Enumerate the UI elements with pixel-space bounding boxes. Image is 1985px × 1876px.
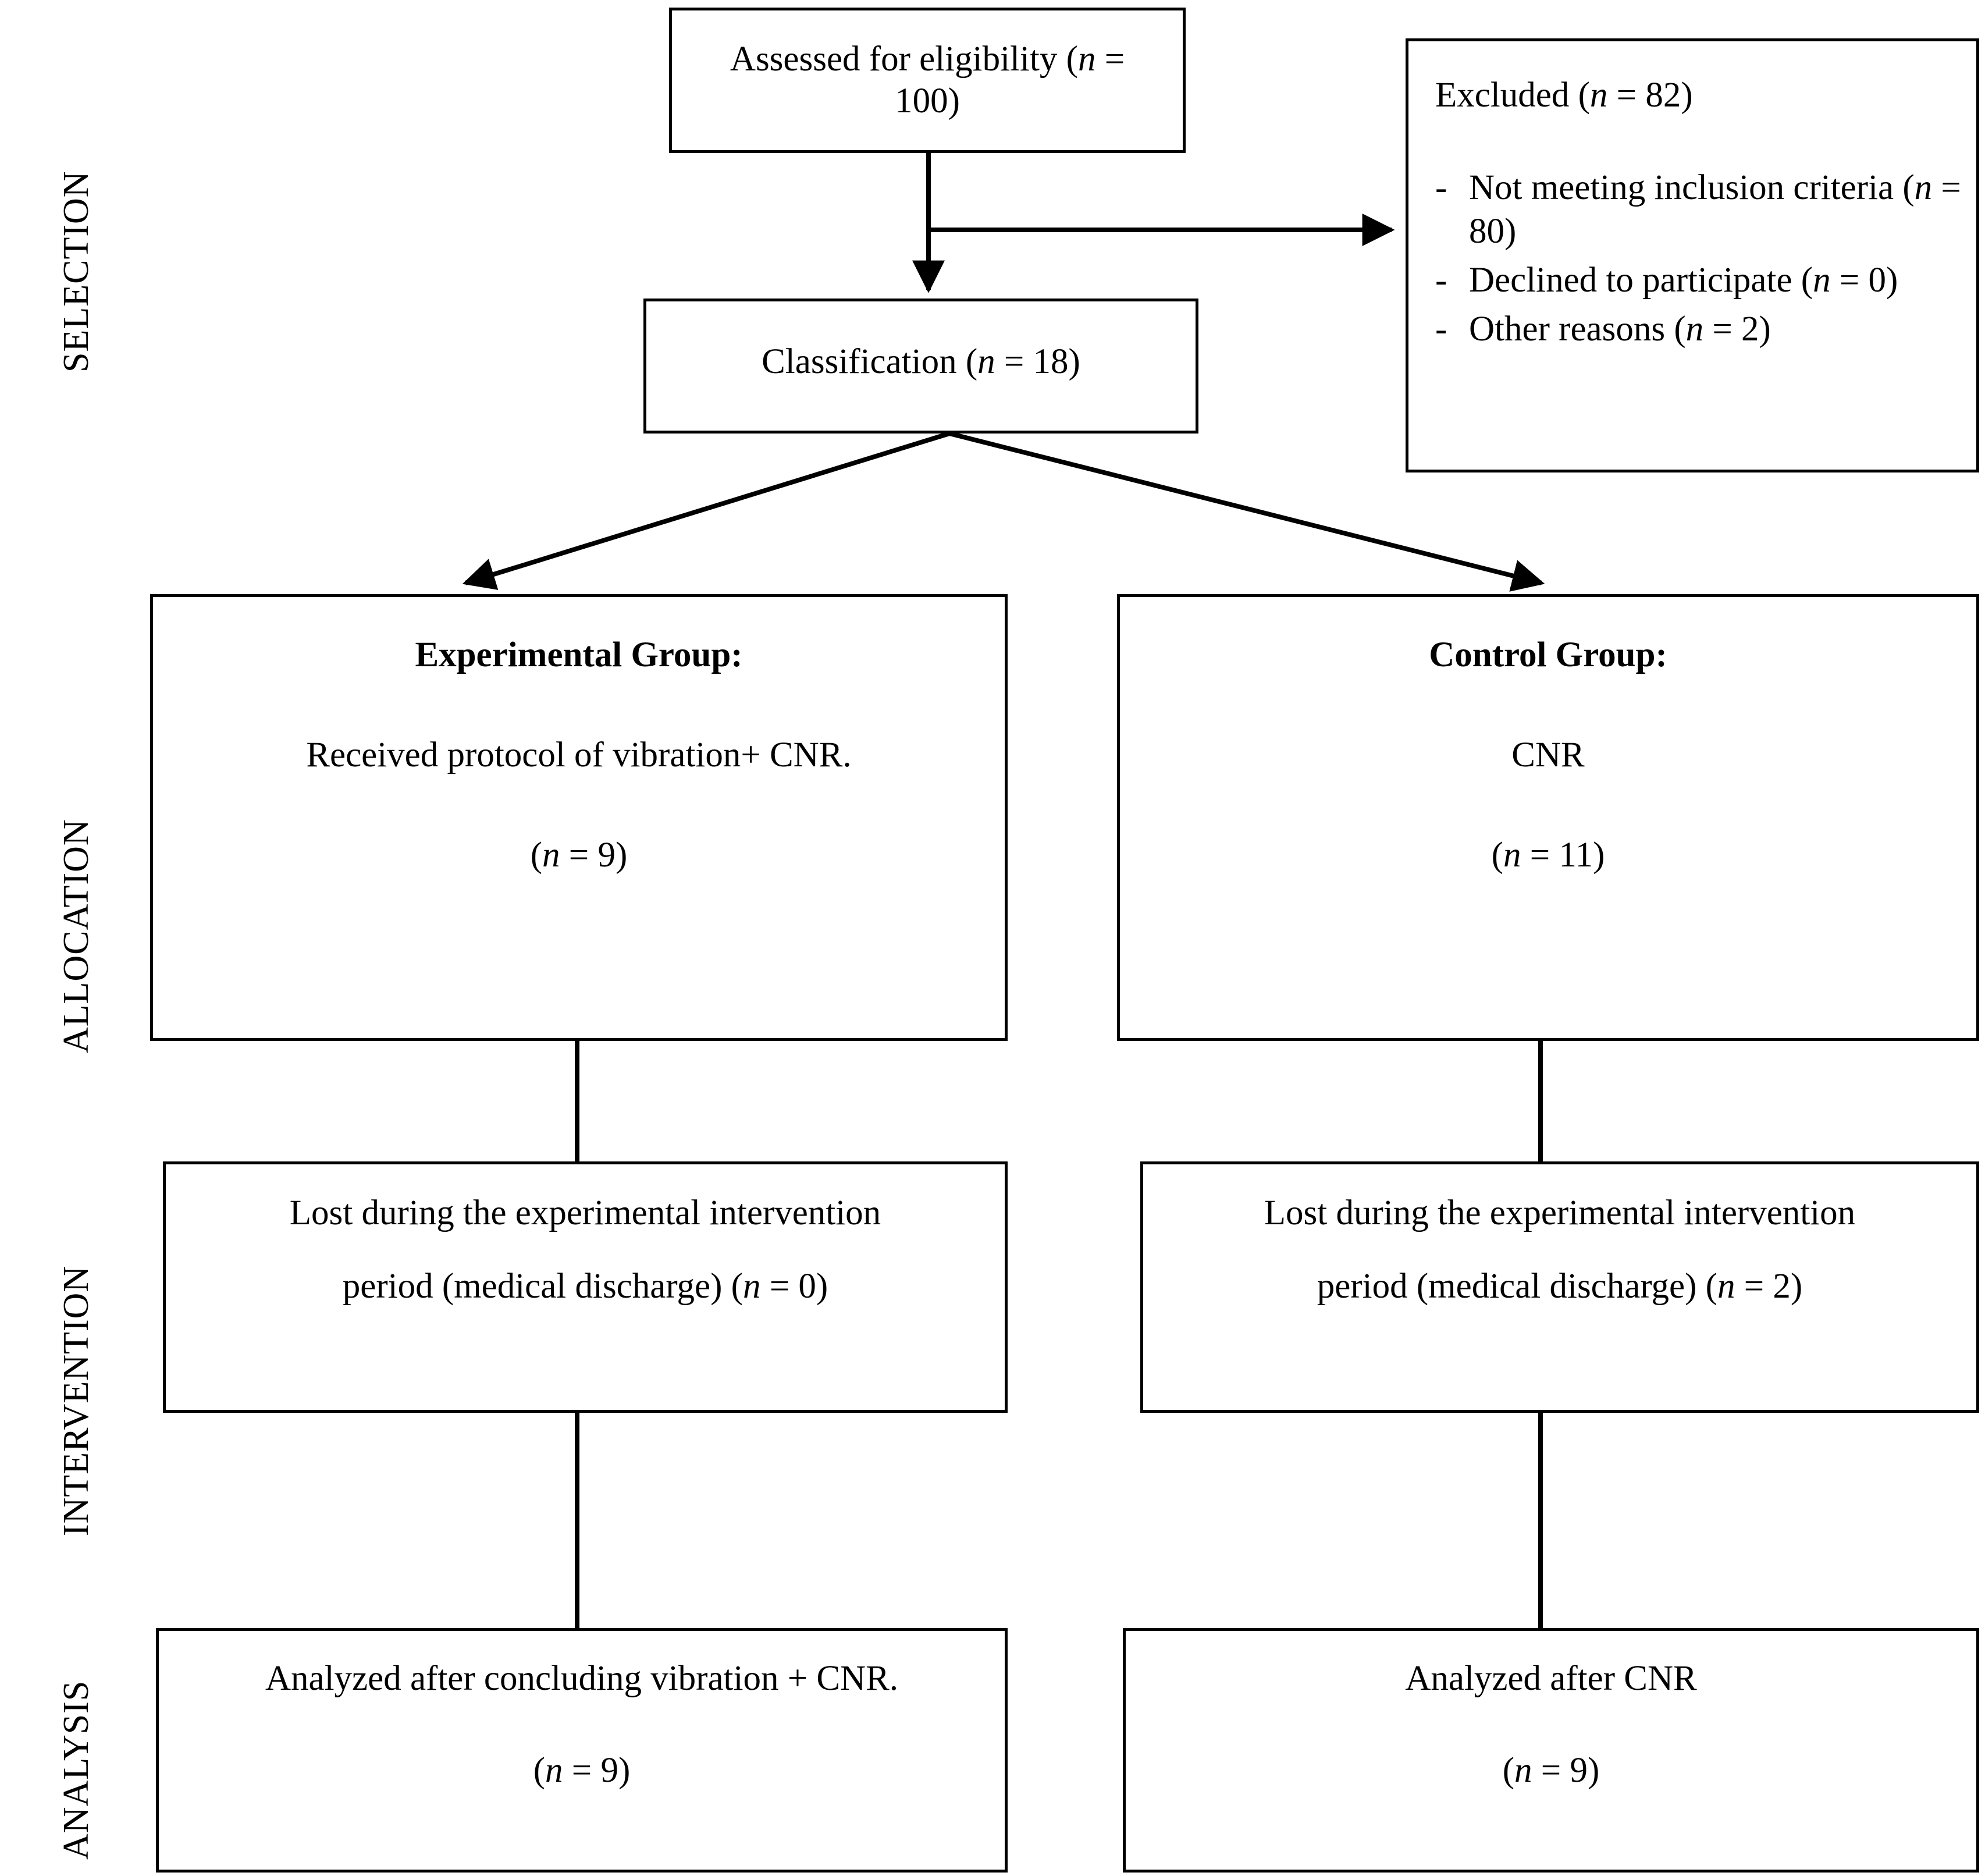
node-analyzed-control: Analyzed after CNR (n = 9) (1123, 1628, 1979, 1873)
bullet-dash-icon: - (1435, 168, 1447, 208)
node-experimental-group: Experimental Group: Received protocol of… (150, 594, 1008, 1041)
lost-experimental-line-1: Lost during the experimental interventio… (289, 1193, 881, 1232)
excluded-bullet-text: Not meeting inclusion criteria (n = 80) (1469, 168, 1961, 251)
experimental-group-count: (n = 9) (530, 835, 628, 875)
analyzed-experimental-count: (n = 9) (533, 1750, 631, 1790)
excluded-bullet-list: - Not meeting inclusion criteria (n = 80… (1408, 166, 1976, 357)
lost-experimental-line-2: period (medical discharge) (n = 0) (342, 1266, 828, 1306)
lost-control-line-1: Lost during the experimental interventio… (1264, 1193, 1856, 1232)
node-classification: Classification (n = 18) (643, 299, 1198, 434)
lost-control-line-2: period (medical discharge) (n = 2) (1317, 1266, 1803, 1306)
node-analyzed-experimental: Analyzed after concluding vibration + CN… (156, 1628, 1008, 1873)
assessed-line-1: Assessed for eligibility (n = (730, 40, 1125, 79)
analyzed-control-count: (n = 9) (1502, 1750, 1600, 1790)
node-control-group: Control Group: CNR (n = 11) (1117, 594, 1979, 1041)
classification-line-1: Classification (n = 18) (762, 342, 1080, 381)
bullet-dash-icon: - (1435, 310, 1447, 349)
stage-label-intervention: INTERVENTION (56, 1265, 96, 1536)
assessed-line-2: 100) (895, 81, 960, 120)
analyzed-control-line-1: Analyzed after CNR (1405, 1659, 1697, 1698)
excluded-bullet-item: - Declined to participate (n = 0) (1408, 259, 1976, 302)
node-excluded: Excluded (n = 82) - Not meeting inclusio… (1406, 38, 1979, 472)
excluded-bullet-text: Declined to participate (n = 0) (1469, 261, 1898, 300)
stage-label-selection: SELECTION (56, 170, 96, 372)
control-group-heading: Control Group: (1429, 635, 1667, 674)
bullet-dash-icon: - (1435, 261, 1447, 300)
excluded-bullet-text: Other reasons (n = 2) (1469, 310, 1771, 349)
node-lost-experimental: Lost during the experimental interventio… (163, 1161, 1008, 1413)
excluded-title: Excluded (n = 82) (1435, 76, 1693, 115)
control-group-count: (n = 11) (1491, 835, 1605, 875)
stage-label-analysis: ANALYSIS (56, 1680, 96, 1860)
experimental-group-heading: Experimental Group: (415, 635, 743, 674)
node-lost-control: Lost during the experimental interventio… (1140, 1161, 1979, 1413)
control-group-detail: CNR (1511, 735, 1585, 774)
connector-classification-to-experimental (462, 431, 951, 590)
excluded-bullet-item: - Other reasons (n = 2) (1408, 308, 1976, 351)
excluded-bullet-item: - Not meeting inclusion criteria (n = 80… (1408, 166, 1976, 253)
experimental-group-detail: Received protocol of vibration+ CNR. (306, 735, 852, 774)
analyzed-experimental-line-1: Analyzed after concluding vibration + CN… (265, 1659, 899, 1698)
stage-label-allocation: ALLOCATION (56, 819, 96, 1053)
node-assessed-for-eligibility: Assessed for eligibility (n = 100) (669, 8, 1186, 153)
